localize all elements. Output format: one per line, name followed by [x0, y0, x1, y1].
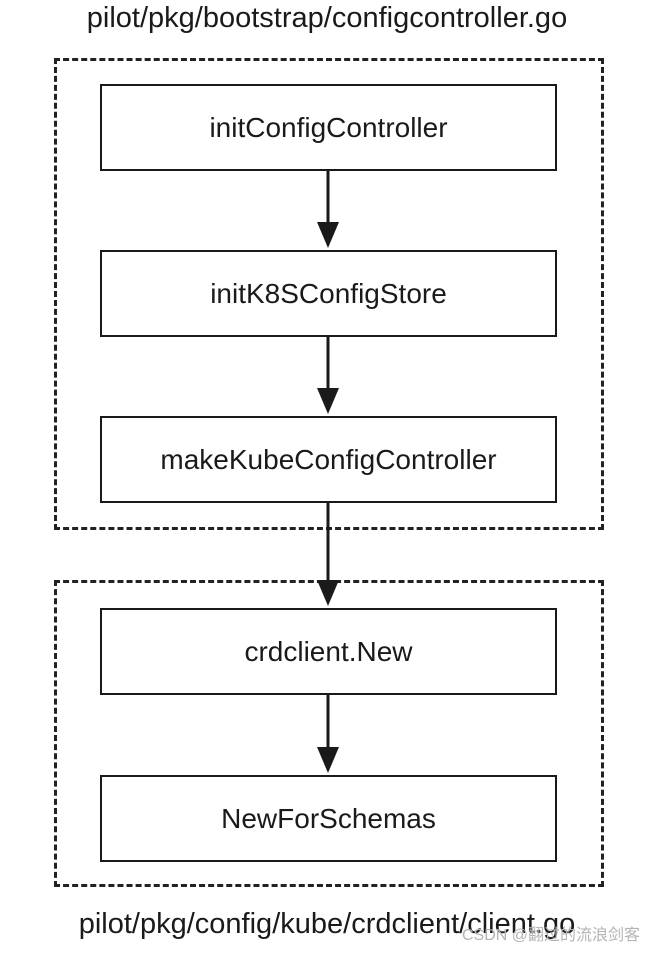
node-newforschemas: NewForSchemas [100, 775, 557, 862]
file-path-caption-top: pilot/pkg/bootstrap/configcontroller.go [86, 2, 568, 34]
watermark: CSDN @翻过的流浪剑客 [461, 927, 640, 944]
node-makekubeconfigcontroller: makeKubeConfigController [100, 416, 557, 503]
node-crdclient-new: crdclient.New [100, 608, 557, 695]
node-initconfigcontroller: initConfigController [100, 84, 557, 171]
node-initk8sconfigstore: initK8SConfigStore [100, 250, 557, 337]
file-path-caption-bottom: pilot/pkg/config/kube/crdclient/client.g… [78, 908, 576, 940]
